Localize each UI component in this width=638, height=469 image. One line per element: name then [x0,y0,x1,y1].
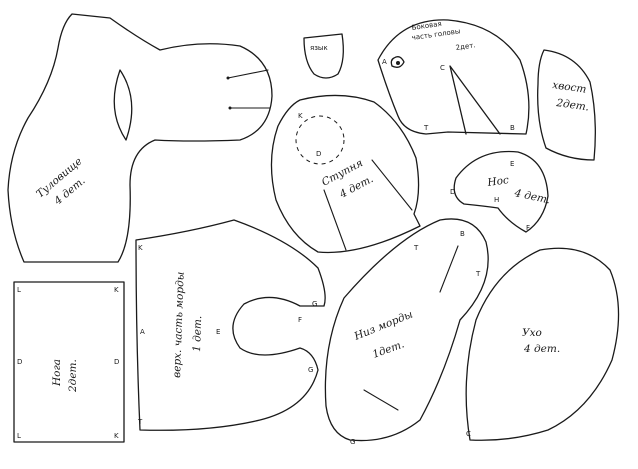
piece-tail: хвост 2дет. [537,49,596,161]
head-side-count: 2дет. [455,41,476,52]
muzzle-bottom-mark-t1: T [413,244,419,252]
tongue-outline [303,33,344,79]
ear-outline [465,247,620,441]
head-side-mark-t: T [423,124,429,132]
nose-name: Нос [486,174,510,189]
nose-mark-f: F [526,224,530,232]
head-side-eye-icon [390,56,405,68]
ear-mark-c: C [466,430,471,438]
body-dart-dot-1 [226,76,230,80]
tail-outline [537,49,596,161]
ear-name: Ухо [522,327,542,339]
body-dart-dot-2 [228,106,232,110]
muzzle-top-mark-k: K [138,244,143,252]
foot-dart-1 [323,189,347,251]
leg-mark-d1: D [17,358,22,366]
muzzle-bottom-mark-g: G [350,438,355,446]
foot-outline [270,94,421,254]
foot-dashed-circle [295,115,345,165]
muzzle-top-mark-f: F [298,316,302,324]
muzzle-bottom-mark-b: B [460,230,465,238]
nose-mark-h: H [494,196,499,204]
body-dart-1 [227,69,269,79]
leg-name: Нога [51,359,63,387]
head-side-mark-a: A [382,58,387,66]
muzzle-top-outline [135,219,326,431]
leg-mark-l2: L [17,432,21,440]
body-outline [7,13,273,263]
leg-count: 2дет. [67,359,79,393]
foot-mark-d: D [316,150,321,158]
body-leg-opening [113,69,133,141]
piece-tongue: язык [303,33,344,79]
piece-nose: E D H F Нос 4 дет. [450,150,551,233]
leg-mark-d2: D [114,358,119,366]
muzzle-top-name: верх. часть морды [171,271,187,378]
muzzle-bottom-name: Низ морды [352,308,415,343]
foot-dart-2 [371,159,413,211]
muzzle-bottom-count: 1дет. [371,338,406,361]
nose-mark-e: E [510,160,514,168]
piece-head-side: Боковая часть головы 2дет. A C T B [377,19,530,135]
muzzle-bottom-mark-t2: T [475,270,481,278]
muzzle-top-mark-t: T [137,418,143,426]
muzzle-bottom-dart [439,245,459,293]
ear-count: 4 дет. [523,343,560,355]
muzzle-top-mark-g2: G [308,366,313,374]
leg-mark-k2: K [114,432,119,440]
tail-count: 2дет. [555,97,590,114]
piece-ear: C Ухо 4 дет. [465,247,620,441]
piece-muzzle-top: K A E T F G G верх. часть морды 1 дет. [135,219,326,431]
head-side-mark-c: C [440,64,445,72]
leg-mark-l1: L [17,286,21,294]
nose-outline [453,150,549,233]
piece-leg: L K D D L K Нога 2дет. [13,281,125,443]
head-side-outline [377,19,530,135]
head-side-eye-pupil-icon [396,61,400,65]
piece-body: Туловище 4 дет. [7,13,273,263]
muzzle-top-mark-g1: G [312,300,317,308]
nose-count: 4 дет. [512,187,551,206]
leg-outline [13,281,125,443]
piece-foot: K D Ступня 4 дет. [270,94,421,254]
foot-mark-k: K [298,112,303,120]
piece-muzzle-bottom: T B T G Низ морды 1дет. [324,218,489,446]
leg-mark-k1: K [114,286,119,294]
nose-mark-d: D [450,188,455,196]
muzzle-bottom-line [363,389,399,411]
muzzle-bottom-outline [324,218,489,442]
head-side-mark-b: B [510,124,515,132]
head-side-cut-c [449,65,501,135]
muzzle-top-mark-a: A [140,328,145,336]
muzzle-top-count: 1 дет. [191,316,204,353]
muzzle-top-mark-e: E [216,328,220,336]
tongue-name: язык [310,44,328,52]
tail-name: хвост [552,79,588,96]
